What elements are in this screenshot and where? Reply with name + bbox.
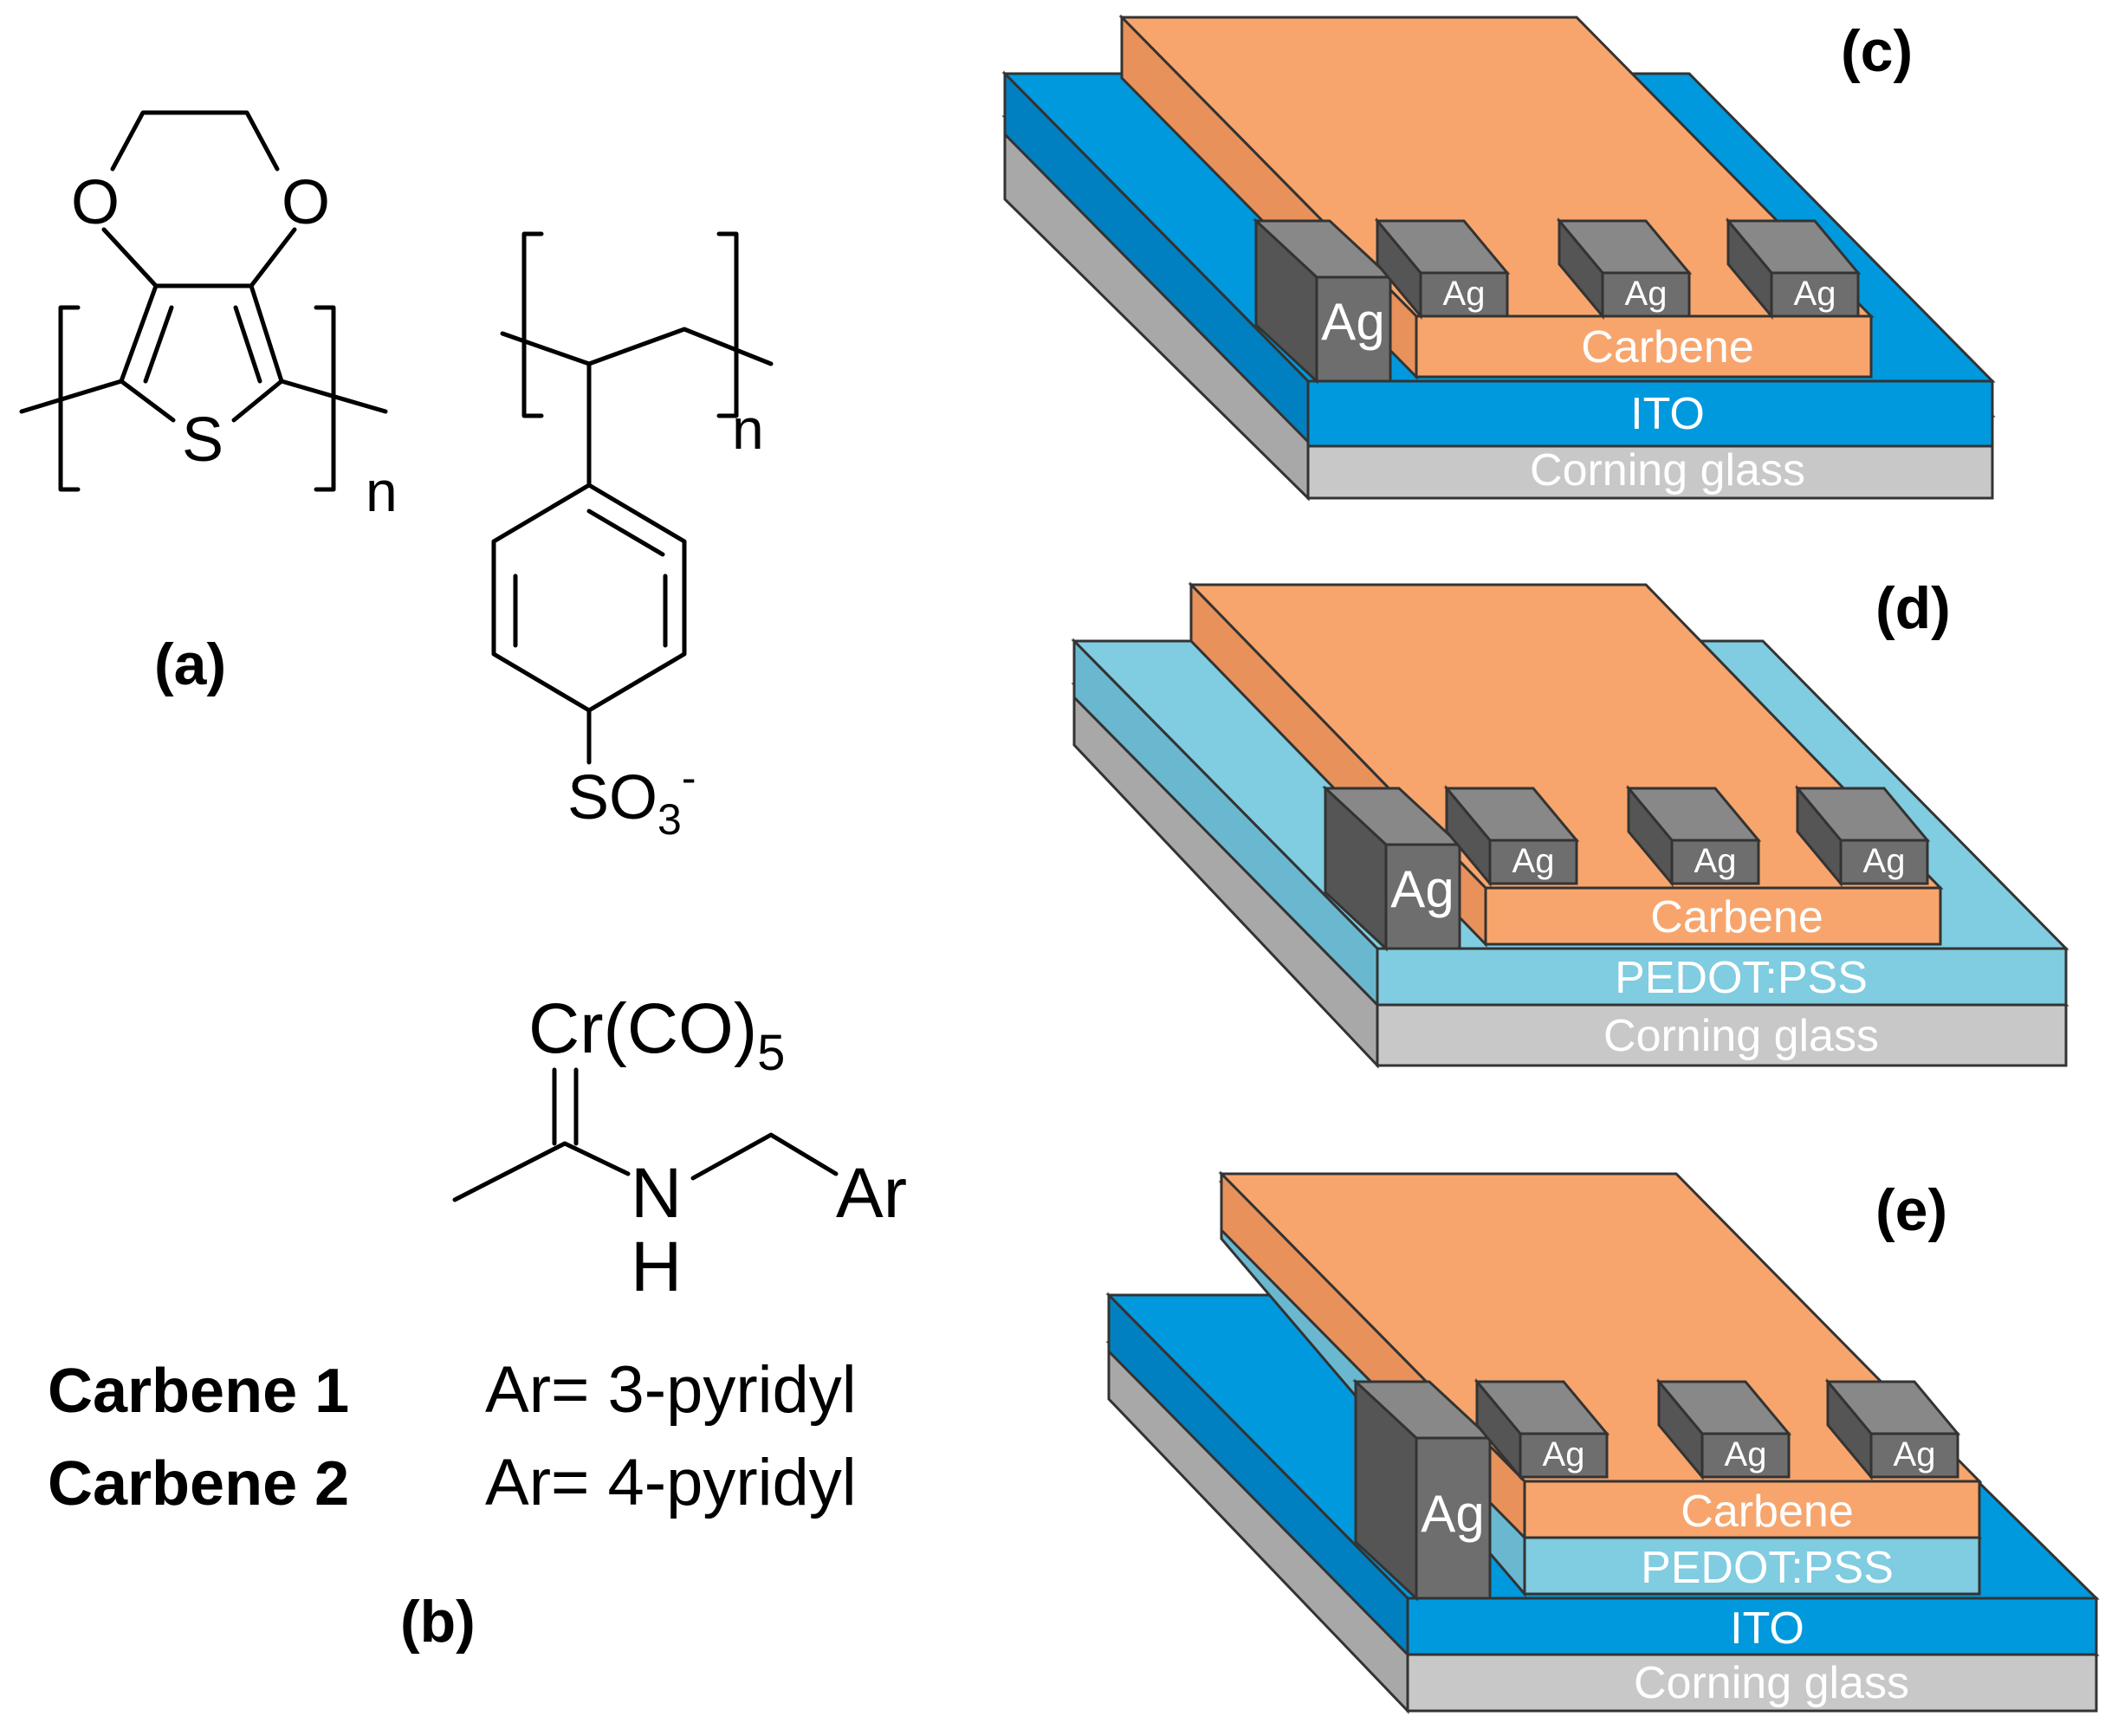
device-c-carbene-front xyxy=(1415,314,1873,379)
device-d-pedot-front xyxy=(1376,947,2068,1007)
device-d-ag-1-label: Ag xyxy=(1512,842,1555,880)
pedot-structure: O O S n xyxy=(19,110,398,523)
device-e-carbene-label: Carbene xyxy=(1681,1487,1853,1537)
device-e-pedot-label: PEDOT:PSS xyxy=(1641,1543,1894,1593)
carbene-1-aryl: Ar= 3-pyridyl xyxy=(485,1353,857,1427)
device-e-ag-big-front xyxy=(1415,1436,1492,1600)
carbene-nitrogen: N xyxy=(631,1154,682,1233)
device-e-ag-1-label: Ag xyxy=(1543,1435,1585,1474)
device-d-ag-2-label: Ag xyxy=(1694,842,1737,880)
device-e-ag-3-front xyxy=(1869,1432,1959,1479)
device-c-ag-2-front xyxy=(1601,271,1691,318)
pss-structure: n SO3- xyxy=(491,231,774,844)
pss-sulfonate: SO3- xyxy=(567,754,696,844)
device-e-ag-big-label: Ag xyxy=(1421,1485,1484,1543)
device-e-ag-1-front xyxy=(1519,1432,1609,1479)
device-e-ag-2-label: Ag xyxy=(1725,1435,1767,1474)
panel-e-label: (e) xyxy=(1875,1177,1947,1243)
device-c-ito-label: ITO xyxy=(1630,389,1705,439)
device-d-ag-big-front xyxy=(1384,843,1461,950)
device-c-ag-1-front xyxy=(1419,271,1509,318)
device-e-pedot-front xyxy=(1523,1536,1981,1596)
carbene-hydrogen: H xyxy=(631,1228,682,1306)
chromium-pentacarbonyl: Cr(CO)5 xyxy=(528,989,785,1081)
carbene-structure: Cr(CO)5 N H Ar xyxy=(452,989,907,1306)
carbene-2-aryl: Ar= 4-pyridyl xyxy=(485,1446,857,1519)
pedot-n-subscript: n xyxy=(366,459,398,523)
device-d-ag-big-label: Ag xyxy=(1390,860,1454,918)
panel-a-label: (a) xyxy=(154,632,226,697)
device-d-ag-3-front xyxy=(1839,839,1929,885)
panel-d-label: (d) xyxy=(1875,575,1951,641)
panel-c-label: (c) xyxy=(1841,18,1913,84)
device-c: Corning glass ITO Carbene Ag Ag Ag Ag xyxy=(1001,14,1996,502)
carbene-1-name: Carbene 1 xyxy=(48,1357,349,1426)
device-d-carbene-label: Carbene xyxy=(1650,892,1823,942)
device-d-glass-label: Corning glass xyxy=(1603,1011,1879,1061)
device-c-ag-3-label: Ag xyxy=(1794,275,1836,313)
device-e-ito-front xyxy=(1406,1597,2098,1656)
device-d-carbene-front xyxy=(1484,886,1942,946)
carbene-aryl: Ar xyxy=(836,1154,907,1233)
device-c-ag-big-front xyxy=(1315,275,1392,383)
device-c-carbene-label: Carbene xyxy=(1581,322,1753,372)
device-e-ag-2-front xyxy=(1700,1432,1791,1479)
device-c-glass-label: Corning glass xyxy=(1530,445,1805,496)
pedot-sulfur: S xyxy=(182,405,223,475)
device-c-glass-front xyxy=(1306,444,1994,500)
device-e-ag-3-label: Ag xyxy=(1894,1435,1936,1474)
device-e-ito-label: ITO xyxy=(1730,1603,1804,1654)
pedot-oxygen-right: O xyxy=(282,168,330,237)
device-c-ito-front xyxy=(1306,379,1994,448)
device-d-pedot-label: PEDOT:PSS xyxy=(1615,953,1868,1003)
device-d: Corning glass PEDOT:PSS Carbene Ag Ag Ag… xyxy=(1071,581,2069,1069)
device-c-ag-big-label: Ag xyxy=(1321,293,1384,351)
pedot-oxygen-left: O xyxy=(71,168,120,237)
device-d-ag-3-label: Ag xyxy=(1863,842,1906,880)
device-e-carbene-front xyxy=(1523,1480,1981,1539)
panel-b-label: (b) xyxy=(400,1589,476,1655)
device-c-ag-1-label: Ag xyxy=(1443,275,1486,313)
device-e-glass-label: Corning glass xyxy=(1634,1658,1909,1708)
device-d-ag-1-front xyxy=(1488,839,1578,885)
pss-n-subscript: n xyxy=(732,397,764,461)
device-e-glass-front xyxy=(1406,1653,2098,1713)
device-e: Corning glass ITO PEDOT:PSS Carbene Ag A… xyxy=(1105,1170,2100,1714)
device-d-ag-2-front xyxy=(1670,839,1760,885)
device-c-ag-2-label: Ag xyxy=(1625,275,1668,313)
device-c-ag-3-front xyxy=(1770,271,1860,318)
carbene-2-name: Carbene 2 xyxy=(48,1449,349,1519)
